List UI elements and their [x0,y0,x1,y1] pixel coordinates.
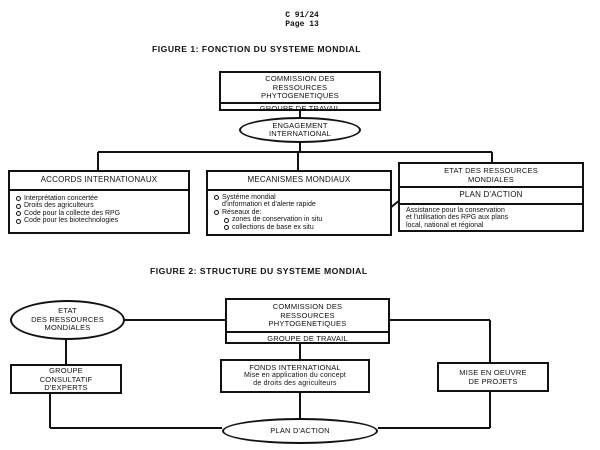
figure2-title: FIGURE 2: STRUCTURE DU SYSTEME MONDIAL [150,266,368,276]
fig2-projets-title: MISE EN OEUVRE DE PROJETS [439,364,547,386]
fig1-commission-divider [221,101,379,104]
list-item: Droits des agriculteurs [16,202,188,210]
list-item: Code pour les biotechnologies [16,217,188,225]
page-number: Page 13 [285,19,319,29]
fig2-consultatif-line3: D'EXPERTS [44,383,88,392]
fig2-commission-divider [227,330,388,333]
list-item: Interprétation concertée [16,195,188,203]
fig1-commission-box: COMMISSION DES RESSOURCES PHYTOGENETIQUE… [219,71,381,113]
list-item: Réseaux de: [214,209,390,217]
fig1-etat-title: ETAT DES RESSOURCES MONDIALES [400,164,582,184]
fig2-consultatif-line1: GROUPE [49,366,83,375]
fig1-mecanismes-list: Système mondial d'information et d'alert… [208,191,390,232]
fig2-commission-line2: RESSOURCES [280,310,335,320]
fig2-plan-label: PLAN D'ACTION [270,425,330,435]
list-item: Système mondial d'information et d'alert… [214,194,390,209]
fig1-engagement-line2: INTERNATIONAL [268,129,332,138]
fig2-fonds-box: FONDS INTERNATIONAL Mise en application … [220,359,370,393]
fig1-accords-divider [10,188,188,191]
fig2-consultatif-line2: CONSULTATIF [39,374,93,384]
fig1-commission-title: COMMISSION DES RESSOURCES PHYTOGENETIQUE… [221,73,379,101]
list-subitem: zones de conservation in situ [224,216,390,224]
fig1-etat-line2: MONDIALES [468,174,514,184]
fig2-commission-box: COMMISSION DES RESSOURCES PHYTOGENETIQUE… [225,298,390,344]
fig2-etat-line3: MONDIALES [44,323,91,333]
fig1-groupe-label: GROUPE DE TRAVAIL [259,103,341,113]
fig1-commission-line1: COMMISSION DES [265,74,335,83]
fig1-plan-divider [400,202,582,205]
fig1-etat-line1: ETAT DES RESSOURCES [444,166,538,175]
fig1-commission-line3: PHYTOGENETIQUES [261,91,339,100]
fig1-accords-list: Interprétation concertée Droits des agri… [10,191,188,225]
fig1-mecanismes-title: MECANISMES MONDIAUX [247,175,351,184]
fig2-etat-oval: ETAT DES RESSOURCES MONDIALES [10,300,125,340]
fig1-accords-box: ACCORDS INTERNATIONAUX Interprétation co… [8,170,190,234]
document-ref: C 91/24 [285,11,319,20]
fig2-etat-line2: DES RESSOURCES [31,314,104,324]
list-subitem: collections de base ex situ [224,224,390,232]
page-reference: C 91/24 Page 13 [262,11,342,29]
fig1-accords-title: ACCORDS INTERNATIONAUX [40,175,158,184]
fig1-mecanismes-divider [208,188,390,191]
fig1-plan-text-line1: Assistance pour la conservation [406,206,505,214]
fig2-etat-line1: ETAT [58,306,77,316]
fig2-projets-line2: DE PROJETS [468,376,518,386]
fig2-groupe-label: GROUPE DE TRAVAIL [267,333,348,343]
fig1-mecanismes-box: MECANISMES MONDIAUX Système mondial d'in… [206,170,392,236]
fig2-projets-box: MISE EN OEUVRE DE PROJETS [437,362,549,392]
fig2-consultatif-title: GROUPE CONSULTATIF D'EXPERTS [12,366,120,393]
fig1-mecanismes-item1-line1: Système mondial [222,193,276,201]
fig2-fonds-title: FONDS INTERNATIONAL Mise en application … [222,361,368,388]
fig1-engagement-line1: ENGAGEMENT [272,120,328,130]
fig1-mecanismes-item1-line2: d'information et d'alerte rapide [222,201,316,209]
fig2-projets-line1: MISE EN OEUVRE [459,368,527,377]
fig2-fonds-line3: de droits des agriculteurs [253,380,337,387]
fig1-plan-text-line3: local, national et régional [406,221,484,229]
fig1-etat-box: ETAT DES RESSOURCES MONDIALES [398,162,584,186]
fig2-fonds-line2: Mise en application du concept [243,372,347,379]
list-item: Code pour la collecte des RPG [16,210,188,218]
fig1-plan-box: PLAN D'ACTION Assistance pour la conserv… [398,186,584,232]
fig2-commission-line1: COMMISSION DES [272,302,343,311]
fig2-commission-title: COMMISSION DES RESSOURCES PHYTOGENETIQUE… [227,300,388,329]
fig1-engagement-oval: ENGAGEMENT INTERNATIONAL [239,117,361,143]
fig1-plan-title: PLAN D'ACTION [459,190,523,199]
figure1-title: FIGURE 1: FONCTION DU SYSTEME MONDIAL [152,44,361,54]
fig2-consultatif-box: GROUPE CONSULTATIF D'EXPERTS [10,364,122,394]
fig1-plan-text: Assistance pour la conservation et l'uti… [400,205,582,230]
fig2-commission-line3: PHYTOGENETIQUES [268,319,347,328]
fig1-plan-text-line2: et l'utilisation des RPG aux plans [406,214,509,222]
fig2-fonds-line1: FONDS INTERNATIONAL [249,363,341,372]
fig1-commission-line2: RESSOURCES [272,82,328,92]
fig2-plan-oval: PLAN D'ACTION [222,418,378,444]
